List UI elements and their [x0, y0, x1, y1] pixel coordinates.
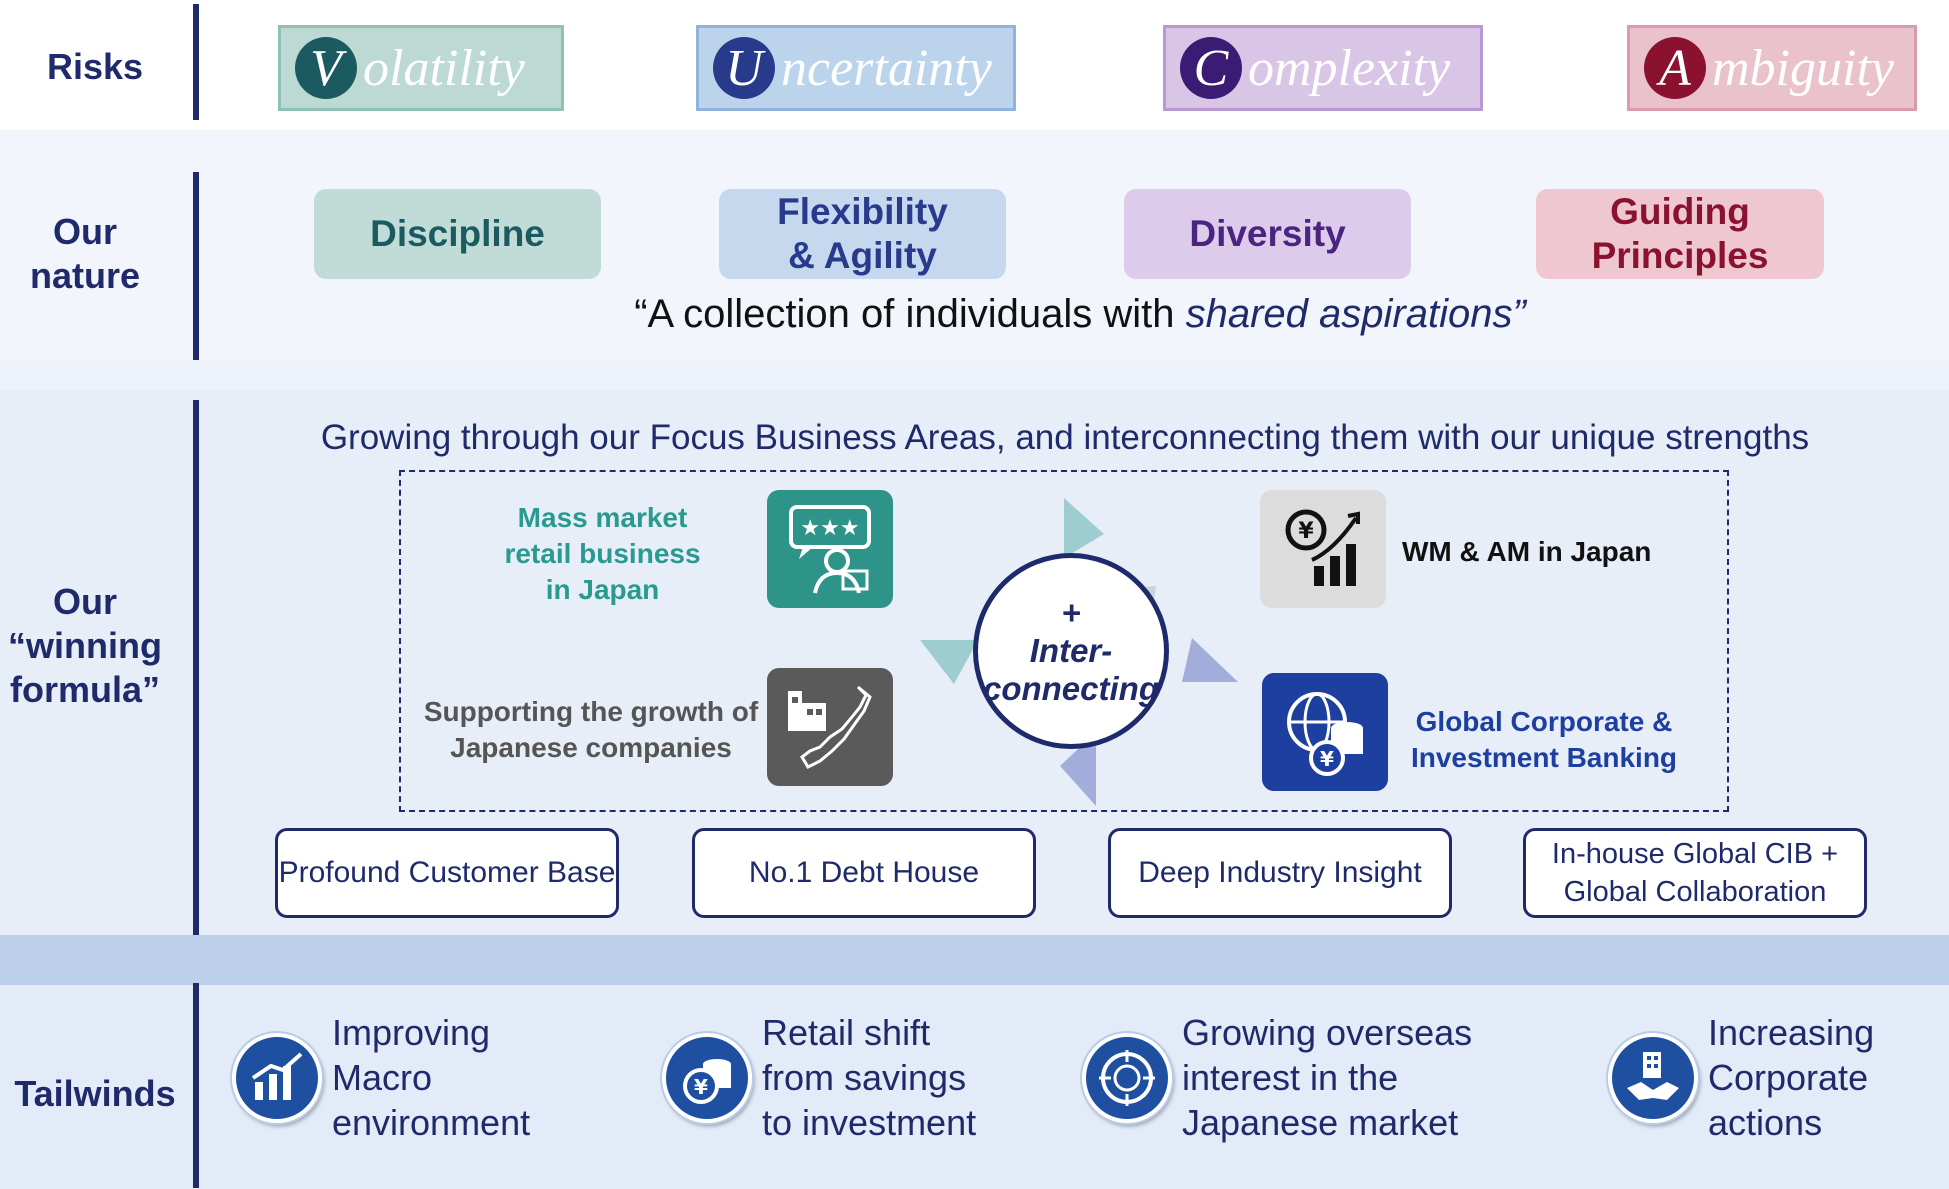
yen-coins-icon: ¥ — [662, 1032, 752, 1123]
tailwind-text: Growing overseas interest in the Japanes… — [1182, 1012, 1473, 1143]
global-cib-label: Global Corporate & Investment Banking — [1410, 706, 1678, 773]
quote-emphasis: shared aspirations — [1185, 292, 1513, 336]
supporting-label: Supporting the growth of Japanese compan… — [423, 696, 759, 763]
building-japan-map-icon — [788, 685, 872, 769]
svg-text:¥: ¥ — [1320, 747, 1334, 771]
yen-growth-chart-icon: ¥ — [1285, 509, 1360, 586]
risk-word: olatility — [363, 39, 525, 97]
divider-tailwinds — [193, 983, 199, 1188]
tailwind-text: Improving Macro environment — [332, 1012, 531, 1143]
tailwind-text: Retail shift from savings to investment — [762, 1012, 977, 1143]
row-label-tailwinds: Tailwinds — [14, 1073, 176, 1114]
row-label-nature: Our nature — [29, 211, 141, 296]
risk-initial: V — [295, 37, 357, 99]
tailwind-retail-shift: ¥ Retail shift from savings to investmen… — [662, 1010, 976, 1145]
focus-areas-box — [399, 470, 1729, 812]
nature-box: Discipline — [314, 189, 601, 279]
separator-band — [0, 935, 1949, 985]
svg-text:★★★: ★★★ — [800, 516, 859, 541]
risk-initial: C — [1180, 37, 1242, 99]
plus-sign: + — [1061, 594, 1081, 631]
quote-text: “A collection of individuals with — [634, 292, 1186, 336]
japan-target-icon — [1082, 1032, 1172, 1123]
strength-global-cib: In-house Global CIB + Global Collaborati… — [1523, 828, 1867, 918]
divider-formula — [193, 400, 199, 935]
quote-close: ” — [1512, 292, 1526, 336]
arrow-left — [920, 640, 978, 684]
tailwind-macro: Improving Macro environment — [232, 1010, 530, 1145]
tailwind-text: Increasing Corporate actions — [1708, 1012, 1875, 1143]
risk-word: mbiguity — [1712, 39, 1894, 97]
mass-market-label: Mass market retail business in Japan — [504, 502, 701, 605]
strength-industry-insight: Deep Industry Insight — [1108, 828, 1452, 918]
tailwind-corporate-actions: Increasing Corporate actions — [1608, 1010, 1874, 1145]
arrow-top — [1064, 498, 1104, 558]
risk-initial: U — [713, 37, 775, 99]
shared-aspirations-quote: “A collection of individuals with shared… — [380, 292, 1780, 337]
nature-box: Flexibility & Agility — [719, 189, 1006, 279]
arrow-right — [1182, 638, 1238, 682]
tailwind-overseas-interest: Growing overseas interest in the Japanes… — [1082, 1010, 1472, 1145]
interconnecting-line1: Inter- — [1029, 632, 1113, 669]
risk-initial: A — [1644, 37, 1706, 99]
divider-risks — [193, 4, 199, 120]
risk-word: ncertainty — [781, 39, 992, 97]
global-cib-tile: ¥ — [1262, 673, 1388, 791]
strength-customer-base: Profound Customer Base — [275, 828, 619, 918]
formula-heading: Growing through our Focus Business Areas… — [320, 418, 1810, 457]
interconnecting-line2: connecting — [982, 670, 1159, 707]
nature-box: Diversity — [1124, 189, 1411, 279]
wm-am-tile: ¥ — [1260, 490, 1386, 608]
divider-nature — [193, 172, 199, 360]
nature-box: Guiding Principles — [1536, 189, 1824, 279]
handshake-building-icon — [1608, 1032, 1698, 1123]
row-label-formula: Our “winning formula” — [8, 581, 162, 710]
strength-debt-house: No.1 Debt House — [692, 828, 1036, 918]
mass-market-tile: ★★★ — [767, 490, 893, 608]
interconnecting-circle: + Inter- connecting — [973, 553, 1169, 749]
risk-word: omplexity — [1248, 39, 1451, 97]
supporting-tile — [767, 668, 893, 786]
row-label-risks: Risks — [46, 46, 144, 87]
macro-chart-icon — [232, 1032, 322, 1123]
globe-yen-icon: ¥ — [1287, 692, 1363, 776]
customer-review-icon: ★★★ — [789, 505, 871, 594]
svg-text:¥: ¥ — [1298, 519, 1314, 544]
svg-text:¥: ¥ — [694, 1075, 708, 1099]
wm-am-label: WM & AM in Japan — [1402, 536, 1652, 567]
arrow-bottom — [1060, 732, 1096, 806]
